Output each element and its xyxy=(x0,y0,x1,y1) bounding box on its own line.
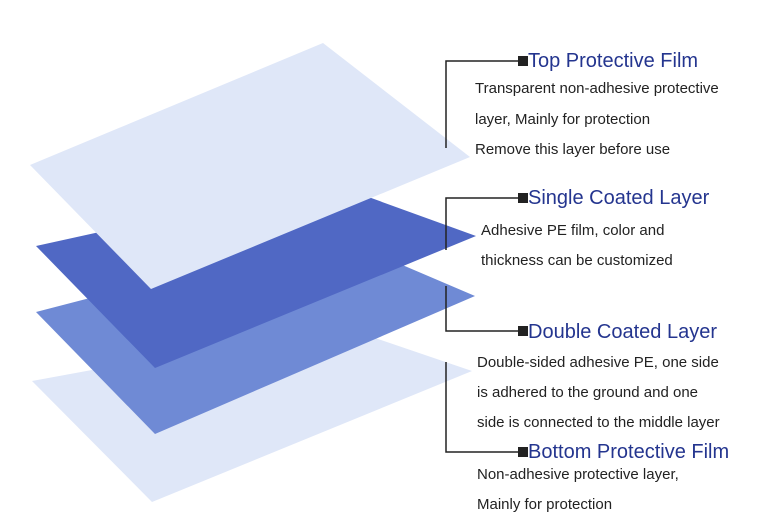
top-film-desc-line-1: Transparent non-adhesive protective xyxy=(475,80,719,97)
double-coated-desc-line-3: side is connected to the middle layer xyxy=(477,414,720,431)
single-coated-desc-line-1: Adhesive PE film, color and xyxy=(481,222,665,239)
single-coated-title: Single Coated Layer xyxy=(528,187,710,209)
double-coated-title: Double Coated Layer xyxy=(528,321,718,343)
leader-top xyxy=(445,60,519,148)
top-film-desc-line-2: layer, Mainly for protection xyxy=(475,111,651,128)
single-coated-desc-line-2: thickness can be customized xyxy=(481,252,673,269)
top-film-desc-line-3: Remove this layer before use xyxy=(475,141,671,158)
marker-double xyxy=(518,326,528,336)
bottom-film-desc-line-2: Mainly for protection xyxy=(477,496,613,513)
marker-bottom xyxy=(518,447,528,457)
bottom-film-title: Bottom Protective Film xyxy=(528,441,730,463)
double-coated-desc-line-1: Double-sided adhesive PE, one side xyxy=(477,354,719,371)
leader-double xyxy=(445,286,519,332)
top-film-sheet xyxy=(30,43,470,289)
double-coated-desc-line-2: is adhered to the ground and one xyxy=(477,384,699,401)
leader-bottom xyxy=(445,362,519,453)
marker-single xyxy=(518,193,528,203)
marker-top xyxy=(518,56,528,66)
bottom-film-desc-line-1: Non-adhesive protective layer, xyxy=(477,466,679,483)
leader-lines xyxy=(445,60,519,453)
top-film-title: Top Protective Film xyxy=(528,50,699,72)
leader-single xyxy=(445,197,519,250)
